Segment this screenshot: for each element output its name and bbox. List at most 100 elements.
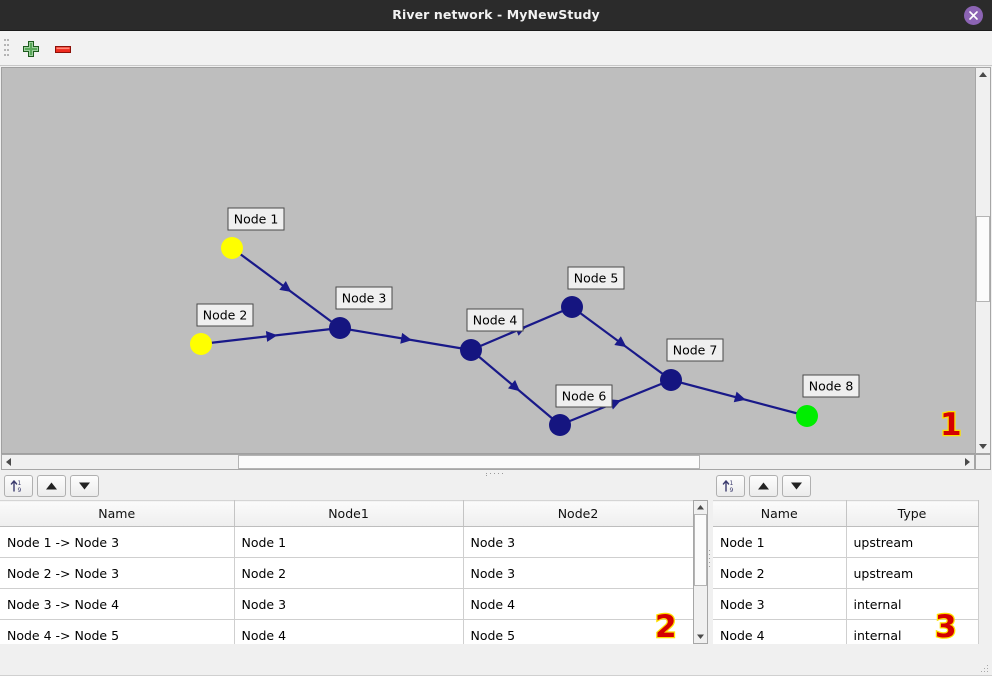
table-cell[interactable]: internal bbox=[846, 588, 979, 620]
graph-node-label[interactable]: Node 1 bbox=[227, 207, 285, 231]
graph-node-node-1[interactable] bbox=[221, 237, 243, 259]
table-cell[interactable]: Node 3 bbox=[713, 588, 847, 620]
column-header-node1[interactable]: Node1 bbox=[234, 500, 464, 527]
graph-node-label[interactable]: Node 8 bbox=[802, 374, 860, 398]
reaches-table-vertical-scrollbar[interactable] bbox=[693, 500, 708, 644]
graph-node-label-box bbox=[666, 338, 724, 362]
graph-node-label[interactable]: Node 5 bbox=[567, 266, 625, 290]
table-cell[interactable]: Node 3 bbox=[234, 588, 464, 620]
graph-node-node-2[interactable] bbox=[190, 333, 212, 355]
scroll-right-arrow[interactable] bbox=[960, 455, 974, 469]
table-cell[interactable]: upstream bbox=[846, 557, 979, 589]
arrow-up-icon[interactable] bbox=[749, 475, 778, 497]
graph-node-label-box bbox=[466, 308, 524, 332]
table-cell[interactable]: Node 3 -> Node 4 bbox=[0, 588, 235, 620]
close-icon[interactable] bbox=[964, 6, 983, 25]
horizontal-splitter[interactable] bbox=[0, 470, 992, 477]
column-header-name[interactable]: Name bbox=[0, 500, 235, 527]
network-graph[interactable]: Node 1 Node 2 Node 3 Node 4 Node 5 Node 6 Node… bbox=[2, 68, 990, 453]
add-node-icon[interactable] bbox=[20, 38, 42, 60]
network-graph-canvas[interactable]: Node 1 Node 2 Node 3 Node 4 Node 5 Node 6 Node… bbox=[1, 67, 991, 454]
svg-text:9: 9 bbox=[18, 487, 22, 494]
canvas-hscroll-thumb[interactable] bbox=[238, 455, 700, 469]
delete-node-icon[interactable] bbox=[52, 38, 74, 60]
main-toolbar bbox=[0, 31, 992, 66]
graph-node-node-4[interactable] bbox=[460, 339, 482, 361]
graph-node-label-box bbox=[567, 266, 625, 290]
table-cell[interactable]: Node 1 bbox=[713, 526, 847, 558]
graph-node-label-box bbox=[335, 286, 393, 310]
graph-node-label[interactable]: Node 6 bbox=[555, 384, 613, 408]
graph-node-node-8[interactable] bbox=[796, 405, 818, 427]
vertical-splitter[interactable] bbox=[708, 472, 712, 644]
graph-node-label-box bbox=[196, 303, 254, 327]
canvas-vertical-scrollbar[interactable] bbox=[975, 67, 991, 454]
reaches-pane-statusbar bbox=[0, 644, 708, 676]
column-header-node2[interactable]: Node2 bbox=[463, 500, 694, 527]
graph-edge-arrow bbox=[279, 281, 292, 292]
splitter-grip bbox=[486, 472, 508, 476]
graph-node-label[interactable]: Node 4 bbox=[466, 308, 524, 332]
table-cell[interactable]: Node 2 -> Node 3 bbox=[0, 557, 235, 589]
graph-node-label-text: Node 4 bbox=[473, 313, 518, 328]
graph-node-label[interactable]: Node 7 bbox=[666, 338, 724, 362]
table-cell[interactable]: Node 2 bbox=[713, 557, 847, 589]
table-cell[interactable]: upstream bbox=[846, 526, 979, 558]
canvas-horizontal-scrollbar[interactable] bbox=[1, 454, 975, 470]
nodes-pane-statusbar bbox=[712, 644, 992, 676]
reaches-vscroll-thumb[interactable] bbox=[694, 514, 707, 586]
table-cell[interactable]: Node 1 -> Node 3 bbox=[0, 526, 235, 558]
column-header-name[interactable]: Name bbox=[713, 500, 847, 527]
nodes-toolbar: 1 9 bbox=[712, 472, 992, 500]
scroll-up-arrow[interactable] bbox=[976, 68, 990, 82]
graph-edge-arrow bbox=[265, 330, 278, 342]
arrow-down-icon[interactable] bbox=[782, 475, 811, 497]
column-header-type[interactable]: Type bbox=[846, 500, 979, 527]
title-bar: River network - MyNewStudy bbox=[0, 0, 992, 31]
graph-node-label[interactable]: Node 2 bbox=[196, 303, 254, 327]
table-cell[interactable]: Node 4 bbox=[463, 588, 694, 620]
sort-icon[interactable]: 1 9 bbox=[4, 475, 33, 497]
table-cell[interactable]: Node 3 bbox=[463, 526, 694, 558]
graph-node-label-box bbox=[555, 384, 613, 408]
graph-node-node-7[interactable] bbox=[660, 369, 682, 391]
table-cell[interactable]: Node 2 bbox=[234, 557, 464, 589]
scroll-up-arrow[interactable] bbox=[694, 501, 707, 514]
graph-edge-arrow bbox=[400, 332, 413, 344]
graph-node-label[interactable]: Node 3 bbox=[335, 286, 393, 310]
scroll-down-arrow[interactable] bbox=[976, 439, 990, 453]
scroll-down-arrow[interactable] bbox=[694, 630, 707, 643]
canvas-vscroll-thumb[interactable] bbox=[976, 216, 990, 302]
graph-node-label-text: Node 3 bbox=[342, 291, 387, 306]
scrollbar-corner bbox=[975, 454, 991, 470]
graph-node-label-box bbox=[802, 374, 860, 398]
graph-node-label-text: Node 8 bbox=[809, 379, 854, 394]
graph-node-node-3[interactable] bbox=[329, 317, 351, 339]
graph-node-label-text: Node 7 bbox=[673, 343, 718, 358]
arrow-up-icon[interactable] bbox=[37, 475, 66, 497]
reaches-toolbar: 1 9 bbox=[0, 472, 708, 500]
graph-node-label-text: Node 5 bbox=[574, 271, 619, 286]
table-cell[interactable]: Node 3 bbox=[463, 557, 694, 589]
toolbar-grip[interactable] bbox=[4, 39, 9, 57]
arrow-down-icon[interactable] bbox=[70, 475, 99, 497]
resize-grip[interactable] bbox=[981, 665, 989, 673]
scroll-left-arrow[interactable] bbox=[2, 455, 16, 469]
graph-node-node-6[interactable] bbox=[549, 414, 571, 436]
sort-icon[interactable]: 1 9 bbox=[716, 475, 745, 497]
table-cell[interactable]: Node 1 bbox=[234, 526, 464, 558]
graph-node-node-5[interactable] bbox=[561, 296, 583, 318]
graph-node-label-box bbox=[227, 207, 285, 231]
